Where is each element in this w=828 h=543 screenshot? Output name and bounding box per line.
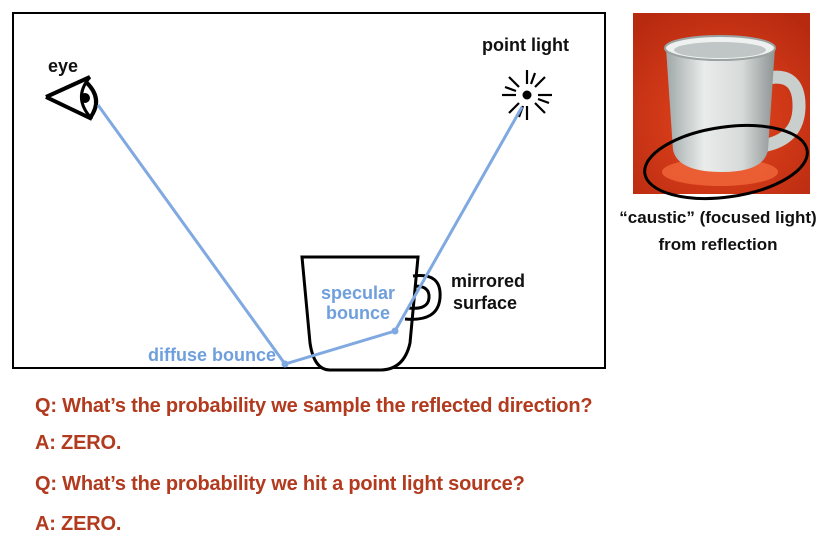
diffuse-bounce-label: diffuse bounce [148,345,276,365]
point-light-icon [502,70,552,120]
photo-caption-line2: from reflection [658,235,778,254]
light-path-ray [96,104,524,366]
answer-1: A: ZERO. [35,432,122,454]
question-2: Q: What’s the probability we hit a point… [35,473,525,495]
caustic-photo [633,13,810,200]
eye-icon [45,75,98,121]
photo-caption-line1: “caustic” (focused light) [619,208,817,227]
mirror-label-line1: mirrored [451,271,525,291]
diffuse-bounce-point [281,360,289,368]
specular-label-line1: specular [321,283,395,303]
mirror-label-line2: surface [453,293,517,313]
specular-label-line2: bounce [326,303,390,323]
point-light-label: point light [482,35,569,55]
answer-2: A: ZERO. [35,513,122,535]
question-1: Q: What’s the probability we sample the … [35,395,593,417]
specular-bounce-point [391,327,399,335]
eye-label: eye [48,56,78,76]
